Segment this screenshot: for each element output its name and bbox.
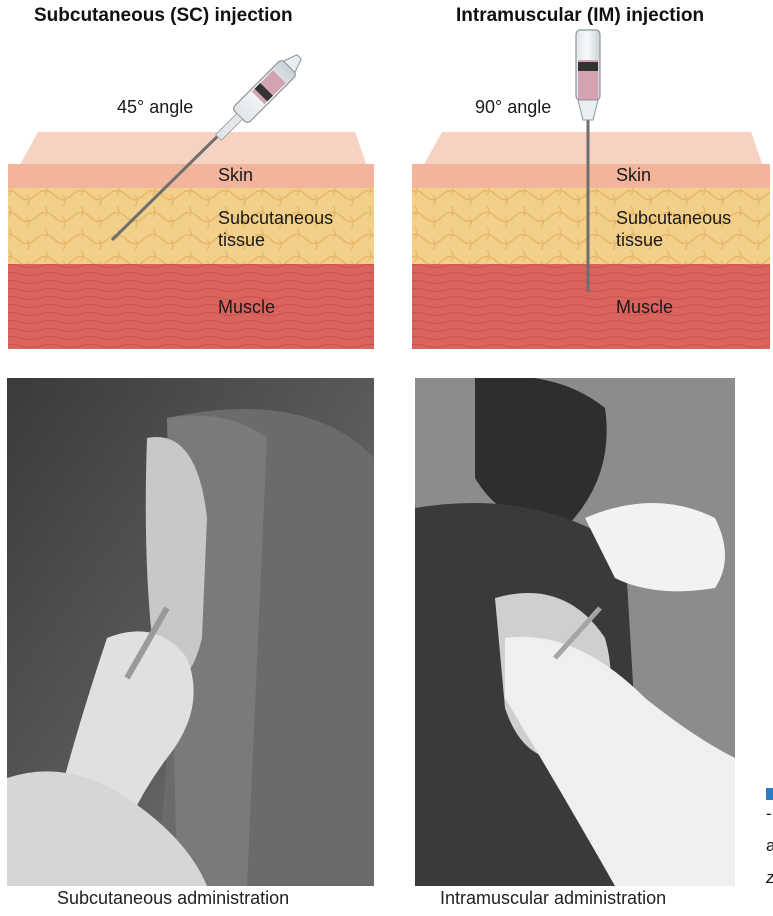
- sc-administration-photo: [7, 378, 374, 886]
- im-administration-photo: [415, 378, 735, 886]
- sc-panel-title: Subcutaneous (SC) injection: [34, 5, 293, 27]
- muscle-layer: [412, 264, 770, 349]
- im-tissue-label: tissue: [616, 229, 663, 251]
- figure-marker: [766, 788, 773, 800]
- im-panel-title: Intramuscular (IM) injection: [456, 5, 704, 27]
- im-angle-label: 90° angle: [475, 96, 551, 118]
- muscle-layer: [8, 264, 374, 349]
- sc-photo-caption: Subcutaneous administration: [57, 888, 289, 909]
- clipped-text-line-1: -: [766, 804, 772, 824]
- im-skin-label: Skin: [616, 164, 651, 186]
- im-photo-caption: Intramuscular administration: [440, 888, 666, 909]
- sc-subcutaneous-label: Subcutaneous: [218, 207, 333, 229]
- im-subcutaneous-label: Subcutaneous: [616, 207, 731, 229]
- clipped-text-line-2: a: [766, 836, 773, 856]
- sc-skin-label: Skin: [218, 164, 253, 186]
- clipped-text-line-3: z: [766, 868, 773, 888]
- sc-muscle-label: Muscle: [218, 296, 275, 318]
- skin-layer: [412, 164, 770, 188]
- sc-angle-label: 45° angle: [117, 96, 193, 118]
- im-muscle-label: Muscle: [616, 296, 673, 318]
- im-injection-diagram: [406, 30, 773, 355]
- sc-injection-diagram: [0, 30, 400, 355]
- sc-tissue-label: tissue: [218, 229, 265, 251]
- skin-layer: [8, 164, 374, 188]
- syringe: [576, 30, 600, 120]
- syringe: [211, 49, 307, 145]
